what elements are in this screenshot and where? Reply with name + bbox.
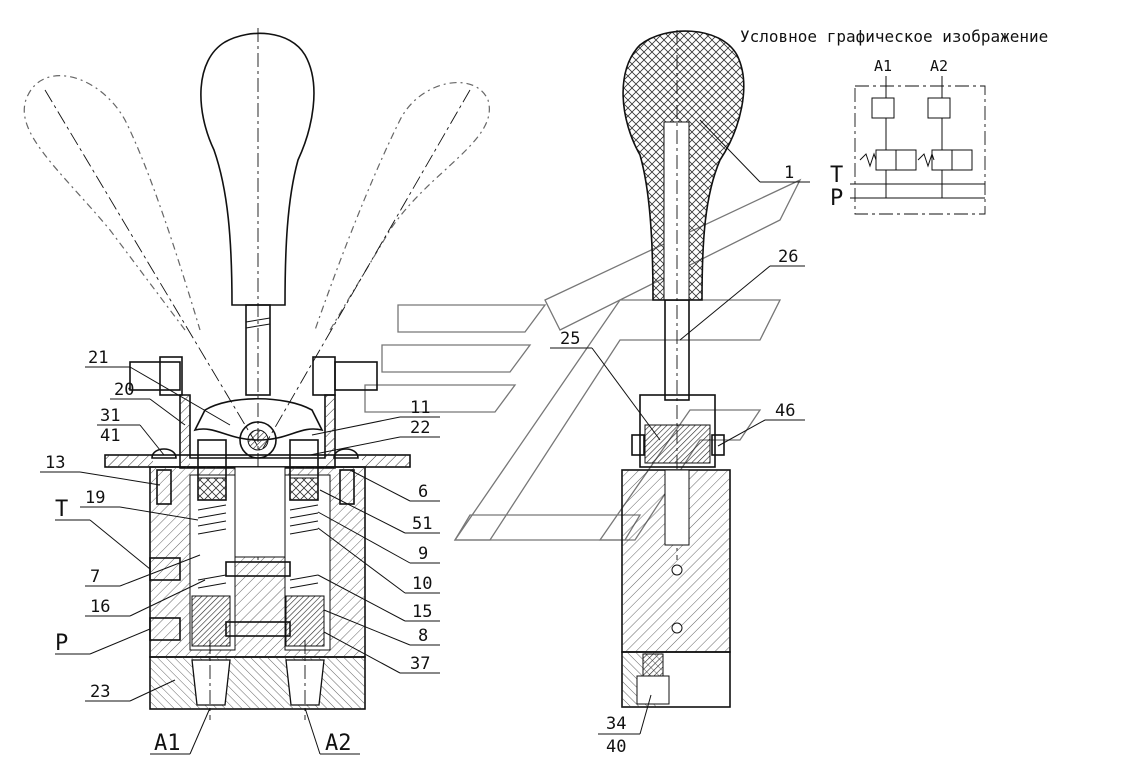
callouts-left: 21 20 31 41 13 19 7 16 23 bbox=[40, 348, 231, 702]
callout-34: 34 bbox=[606, 714, 626, 734]
callout-23: 23 bbox=[90, 682, 110, 702]
schematic-port-p: P bbox=[830, 186, 843, 211]
diagram-title: Условное графическое изображение bbox=[740, 27, 1048, 46]
callout-15: 15 bbox=[412, 602, 432, 622]
callout-9: 9 bbox=[418, 544, 428, 564]
port-a2-label: A2 bbox=[325, 731, 352, 756]
callouts-side: 1 26 25 46 34 40 bbox=[550, 119, 810, 757]
cam-segment bbox=[193, 398, 324, 441]
callout-46: 46 bbox=[775, 401, 795, 421]
hydraulic-symbol: Условное графическое изображение A1 A2 T… bbox=[740, 27, 1048, 215]
callout-40: 40 bbox=[606, 737, 626, 757]
port-t-label: T bbox=[55, 497, 68, 522]
callout-26: 26 bbox=[778, 247, 798, 267]
side-view bbox=[621, 30, 745, 708]
callout-51: 51 bbox=[412, 514, 432, 534]
callout-22: 22 bbox=[410, 418, 430, 438]
callout-16: 16 bbox=[90, 597, 110, 617]
handle-ghost-left bbox=[23, 75, 201, 331]
callout-41: 41 bbox=[100, 426, 120, 446]
front-view bbox=[23, 28, 490, 720]
callout-21: 21 bbox=[88, 348, 108, 368]
handle-knob bbox=[200, 32, 315, 306]
callouts-right: 11 22 6 51 9 10 15 8 37 bbox=[309, 398, 440, 674]
callout-7: 7 bbox=[90, 567, 100, 587]
callout-20: 20 bbox=[114, 380, 134, 400]
callout-13: 13 bbox=[45, 453, 65, 473]
watermark-logo bbox=[364, 178, 802, 541]
port-a1-label: A1 bbox=[154, 731, 181, 756]
callout-1: 1 bbox=[784, 163, 794, 183]
port-p-label: P bbox=[55, 631, 68, 656]
schematic-port-a1: A1 bbox=[874, 57, 892, 75]
callout-10: 10 bbox=[412, 574, 432, 594]
handle-ghost-right bbox=[314, 82, 490, 331]
callout-25: 25 bbox=[560, 329, 580, 349]
callout-11: 11 bbox=[410, 398, 430, 418]
callout-6: 6 bbox=[418, 482, 428, 502]
callout-37: 37 bbox=[410, 654, 430, 674]
callout-19: 19 bbox=[85, 488, 105, 508]
callout-8: 8 bbox=[418, 626, 428, 646]
callout-31: 31 bbox=[100, 406, 120, 426]
schematic-port-a2: A2 bbox=[930, 57, 948, 75]
front-port-labels: T P A1 A2 bbox=[55, 497, 360, 756]
schematic-port-t: T bbox=[830, 163, 843, 188]
